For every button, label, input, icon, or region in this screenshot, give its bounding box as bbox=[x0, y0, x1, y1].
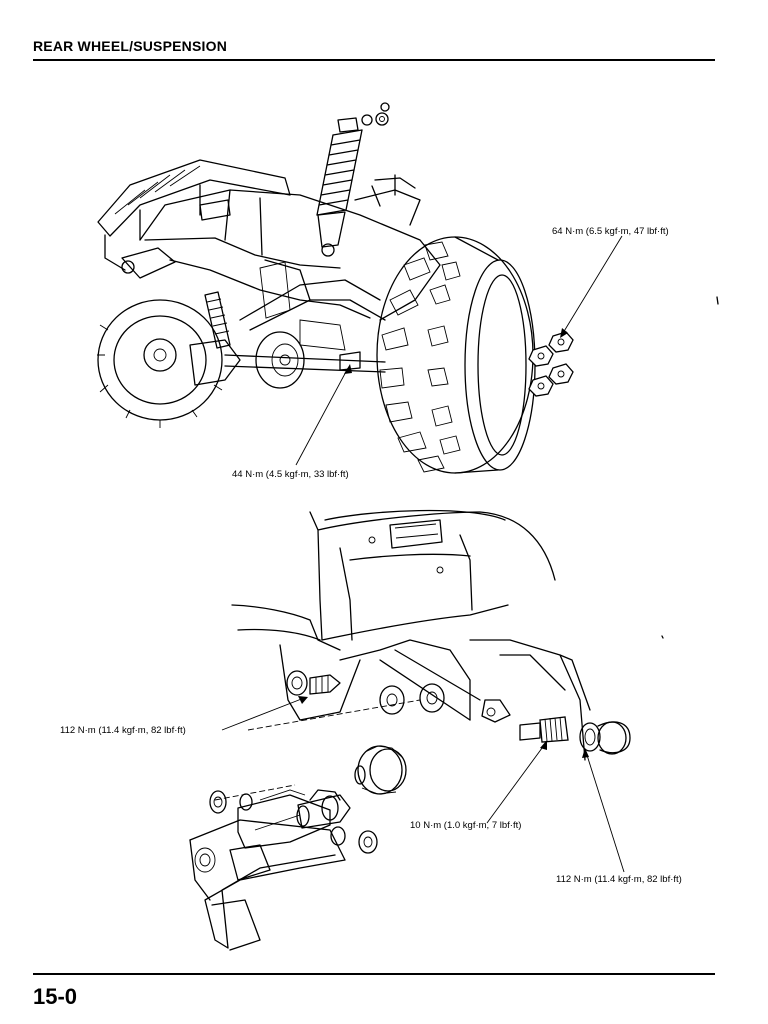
shock-bolt-leader bbox=[295, 367, 349, 466]
footer-rule bbox=[33, 973, 715, 975]
pivot-locknut-right-leader bbox=[585, 751, 625, 873]
page-number: 15-0 bbox=[33, 984, 78, 1009]
header-rule bbox=[33, 59, 715, 61]
section-title: REAR WHEEL/SUSPENSION bbox=[33, 38, 227, 54]
wheel-nut-torque-callout: 64 N·m (6.5 kgf·m, 47 lbf·ft) bbox=[552, 226, 669, 237]
pivot-bolt-left-torque-callout: 112 N·m (11.4 kgf·m, 82 lbf·ft) bbox=[60, 725, 186, 736]
pivot-locknut-right-torque-callout: 112 N·m (11.4 kgf·m, 82 lbf·ft) bbox=[556, 874, 682, 885]
wheel-nut-leader bbox=[562, 235, 623, 334]
pivot-bolt-left-leader bbox=[221, 697, 305, 731]
shock-bolt-torque-callout: 44 N·m (4.5 kgf·m, 33 lbf·ft) bbox=[232, 469, 349, 480]
pivot-bolt-small-torque-callout: 10 N·m (1.0 kgf·m, 7 lbf·ft) bbox=[410, 820, 522, 831]
swingarm-illustration bbox=[189, 509, 664, 951]
atv-rear-illustration bbox=[97, 102, 719, 474]
pivot-bolt-small-leader bbox=[486, 743, 546, 824]
